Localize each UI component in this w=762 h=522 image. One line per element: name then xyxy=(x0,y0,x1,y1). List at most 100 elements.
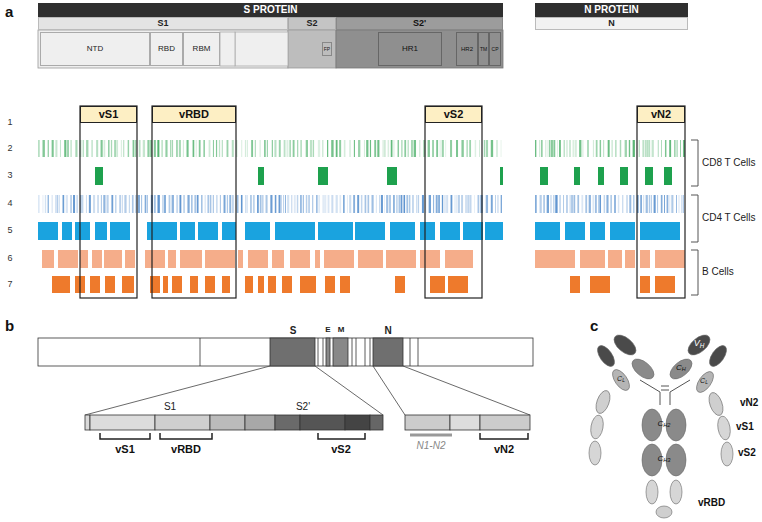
epitope-stripe xyxy=(569,140,570,157)
region-outline xyxy=(425,106,482,298)
epitope-stripe xyxy=(383,140,384,157)
row-number: 3 xyxy=(7,171,12,180)
epitope-stripe xyxy=(293,140,295,157)
epitope-stripe xyxy=(669,140,671,157)
genome-divider xyxy=(370,338,371,366)
epitope-stripe xyxy=(370,140,371,157)
bcell-epitope xyxy=(290,250,310,268)
panel-letter: a xyxy=(5,4,13,19)
domain-box xyxy=(220,32,235,66)
epitope-stripe xyxy=(199,140,201,157)
epitope-stripe xyxy=(275,195,277,213)
epitope-stripe xyxy=(461,195,463,213)
epitope-stripe xyxy=(428,140,430,157)
bcell-epitope xyxy=(163,276,168,293)
cd8-epitope xyxy=(258,167,264,185)
cd8-epitope xyxy=(500,167,503,185)
epitope-stripe xyxy=(257,195,259,213)
bcell-epitope xyxy=(448,276,468,293)
genome-divider xyxy=(418,338,419,366)
cd8-epitope xyxy=(598,167,604,185)
genome-divider xyxy=(356,338,357,366)
epitope-stripe xyxy=(501,195,502,213)
epitope-stripe xyxy=(216,140,217,157)
epitope-stripe xyxy=(331,140,333,157)
epitope-stripe xyxy=(353,195,355,213)
epitope-stripe xyxy=(104,140,106,157)
epitope-stripe xyxy=(566,140,568,157)
spike-segment xyxy=(275,415,300,430)
epitope-stripe xyxy=(469,195,471,213)
spike-segment xyxy=(300,415,345,430)
epitope-stripe xyxy=(157,195,159,213)
label-subscript: L xyxy=(622,378,625,383)
region-label: vRBD xyxy=(171,444,201,455)
epitope-stripe xyxy=(419,140,420,157)
fusion-domain xyxy=(706,391,725,418)
epitope-stripe xyxy=(119,195,121,213)
epitope-stripe xyxy=(86,140,88,157)
genome-bar xyxy=(38,338,533,366)
cd8-epitope xyxy=(574,167,580,185)
epitope-stripe xyxy=(682,195,684,213)
epitope-stripe xyxy=(401,140,403,157)
epitope-stripe xyxy=(70,195,71,213)
genome-divider xyxy=(200,338,201,366)
cd8-epitope xyxy=(620,167,628,185)
epitope-stripe xyxy=(553,195,555,213)
epitope-stripe xyxy=(633,140,635,157)
cd4-epitope xyxy=(565,222,585,240)
epitope-stripe xyxy=(643,195,644,213)
epitope-stripe xyxy=(549,140,550,157)
bcell-epitope xyxy=(172,276,182,293)
epitope-stripe xyxy=(63,195,65,213)
bcell-epitope xyxy=(325,276,335,293)
bcell-epitope xyxy=(245,276,253,293)
domain-label: CH2 xyxy=(658,420,671,429)
epitope-stripe xyxy=(272,140,273,157)
epitope-stripe xyxy=(374,140,376,157)
epitope-stripe xyxy=(349,140,351,157)
gene-e xyxy=(326,338,330,366)
vl-domain xyxy=(706,343,730,370)
epitope-stripe xyxy=(111,140,112,157)
row-number: 5 xyxy=(7,226,12,235)
epitope-stripe xyxy=(615,140,616,157)
epitope-stripe xyxy=(357,195,359,213)
epitope-stripe xyxy=(227,195,228,213)
epitope-stripe xyxy=(264,140,265,157)
genome-divider xyxy=(365,338,366,366)
cd4-epitope xyxy=(463,222,483,240)
epitope-stripe xyxy=(680,140,682,157)
epitope-stripe xyxy=(618,195,619,213)
epitope-stripe xyxy=(283,195,285,213)
hinge xyxy=(640,380,690,405)
nucleocapsid-segment xyxy=(405,415,450,430)
node-text: vRBD xyxy=(179,109,209,120)
epitope-stripe xyxy=(114,140,116,157)
epitope-stripe xyxy=(100,195,102,213)
vh-domain xyxy=(685,331,714,358)
epitope-stripe xyxy=(638,140,640,157)
vh-domain xyxy=(611,331,640,358)
epitope-stripe xyxy=(456,195,458,213)
epitope-stripe xyxy=(313,140,314,157)
epitope-stripe xyxy=(129,195,130,213)
epitope-stripe xyxy=(316,195,318,213)
spike-segment xyxy=(345,415,370,430)
epitope-stripe xyxy=(667,195,669,213)
epitope-stripe xyxy=(312,195,314,213)
epitope-stripe xyxy=(664,195,666,213)
epitope-stripe xyxy=(475,140,476,157)
bcell-epitope xyxy=(272,250,284,268)
epitope-stripe xyxy=(212,195,214,213)
epitope-stripe xyxy=(545,140,547,157)
epitope-stripe xyxy=(466,140,468,157)
zoom-line xyxy=(403,366,530,415)
cd4-epitope xyxy=(485,222,503,240)
node-text: S2' xyxy=(413,19,426,28)
node-text: FP xyxy=(324,47,330,52)
epitope-stripe xyxy=(436,195,438,213)
domain-strip xyxy=(288,30,336,68)
fusion-label: vS2 xyxy=(738,448,756,458)
